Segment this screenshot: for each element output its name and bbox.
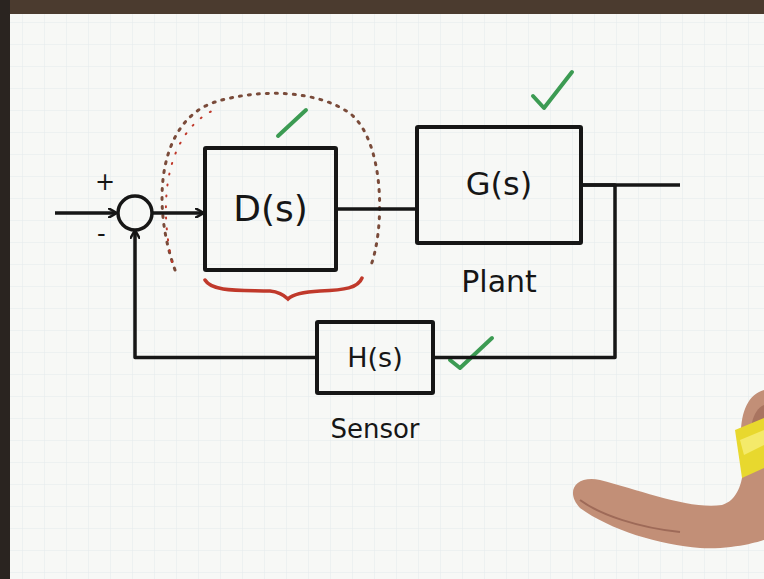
presenter-hand — [573, 390, 764, 548]
check-mark — [278, 110, 306, 136]
red-brace — [205, 278, 362, 299]
dotted-loop-red — [166, 108, 218, 262]
plant-box: G(s)Plant — [415, 125, 583, 245]
signal-wire — [338, 207, 415, 211]
transfer-function: G(s) — [466, 167, 532, 202]
block-caption: Plant — [461, 265, 537, 298]
board-frame-top — [0, 0, 764, 14]
dotted-loop — [162, 93, 380, 270]
check-mark — [450, 338, 492, 368]
transfer-function: D(s) — [233, 189, 308, 229]
summing-junction — [118, 196, 152, 230]
check-mark — [533, 72, 572, 108]
signal-wire — [135, 231, 315, 358]
sign-label: - — [97, 222, 106, 246]
signal-connector — [135, 213, 315, 358]
transfer-function: H(s) — [347, 343, 402, 373]
signal-wire — [152, 211, 203, 215]
input-wire — [55, 211, 116, 215]
sign-label: + — [95, 170, 115, 194]
signal-wire — [435, 185, 615, 358]
signal-connector — [338, 209, 415, 210]
signal-connector — [435, 185, 615, 358]
controller-box: D(s) — [203, 146, 338, 272]
block-caption: Sensor — [330, 415, 419, 444]
board-frame-left — [0, 0, 10, 579]
sensor-box: H(s)Sensor — [315, 320, 435, 395]
